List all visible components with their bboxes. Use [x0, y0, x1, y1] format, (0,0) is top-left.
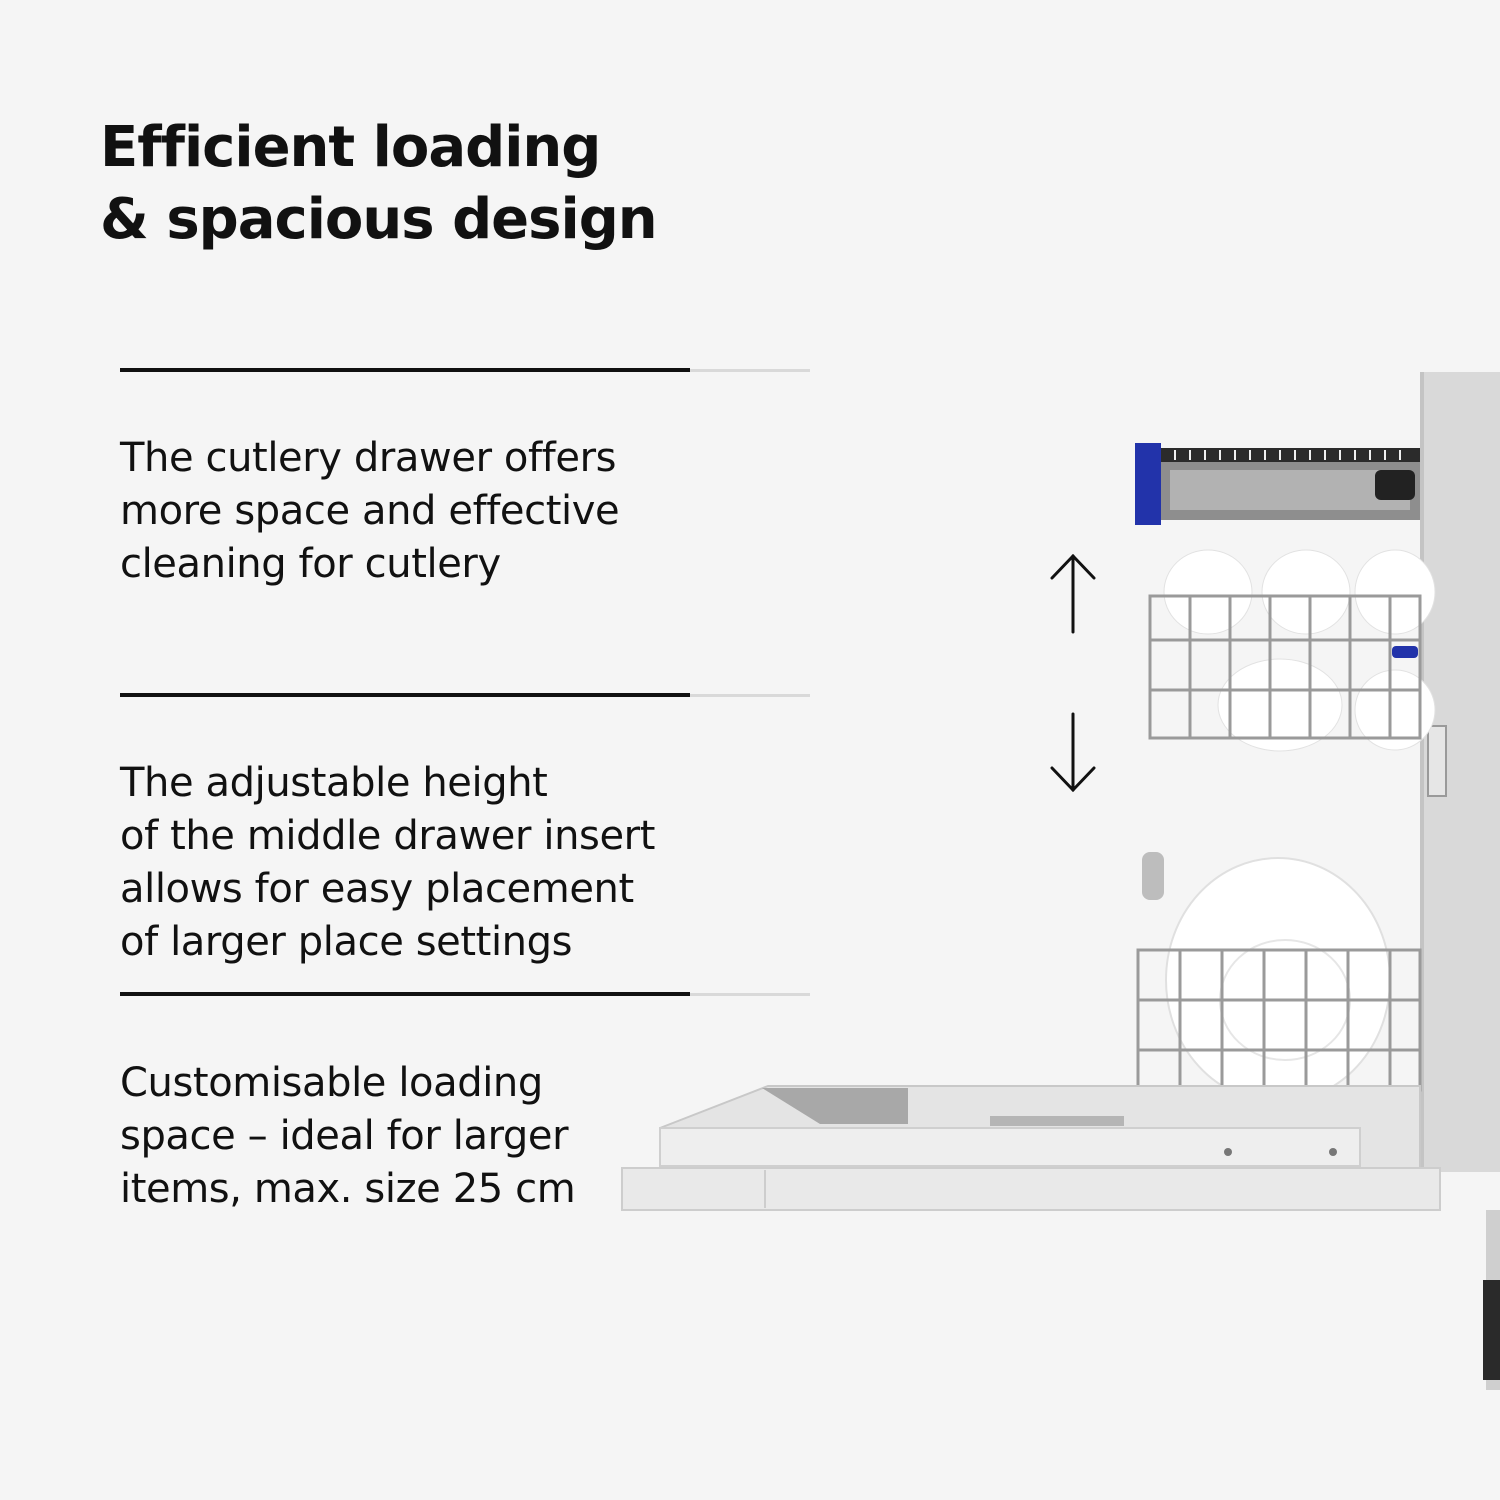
arrow-up-icon [1050, 553, 1096, 634]
feature-line: items, max. size 25 cm [120, 1166, 576, 1212]
dishwasher-body [1420, 372, 1500, 1390]
feature-line: more space and effective [120, 488, 620, 534]
arrow-down-icon [1050, 712, 1096, 793]
dishwasher-door [621, 1085, 1441, 1211]
cutlery-drawer [1135, 443, 1420, 525]
feature-line: of larger place settings [120, 919, 573, 965]
middle-rack [1148, 549, 1436, 752]
feature-line: The cutlery drawer offers [120, 435, 617, 481]
feature-line: space – ideal for larger [120, 1113, 569, 1159]
feature-line: allows for easy placement [120, 866, 634, 912]
lower-rack [1136, 852, 1422, 1128]
headline-line-2: & spacious design [100, 187, 658, 252]
feature-loading-space: Customisable loading space – ideal for l… [120, 1057, 576, 1216]
feature-cutlery-drawer: The cutlery drawer offers more space and… [120, 432, 620, 591]
feature-line: of the middle drawer insert [120, 813, 656, 859]
feature-line: The adjustable height [120, 760, 548, 806]
feature-line: Customisable loading [120, 1060, 543, 1106]
headline-line-1: Efficient loading [100, 115, 601, 180]
feature-adjustable-height: The adjustable height of the middle draw… [120, 757, 655, 969]
headline: Efficient loading & spacious design [100, 112, 658, 256]
divider-2 [120, 693, 810, 697]
divider-1 [120, 368, 810, 372]
divider-3 [120, 992, 810, 996]
feature-line: cleaning for cutlery [120, 541, 501, 587]
